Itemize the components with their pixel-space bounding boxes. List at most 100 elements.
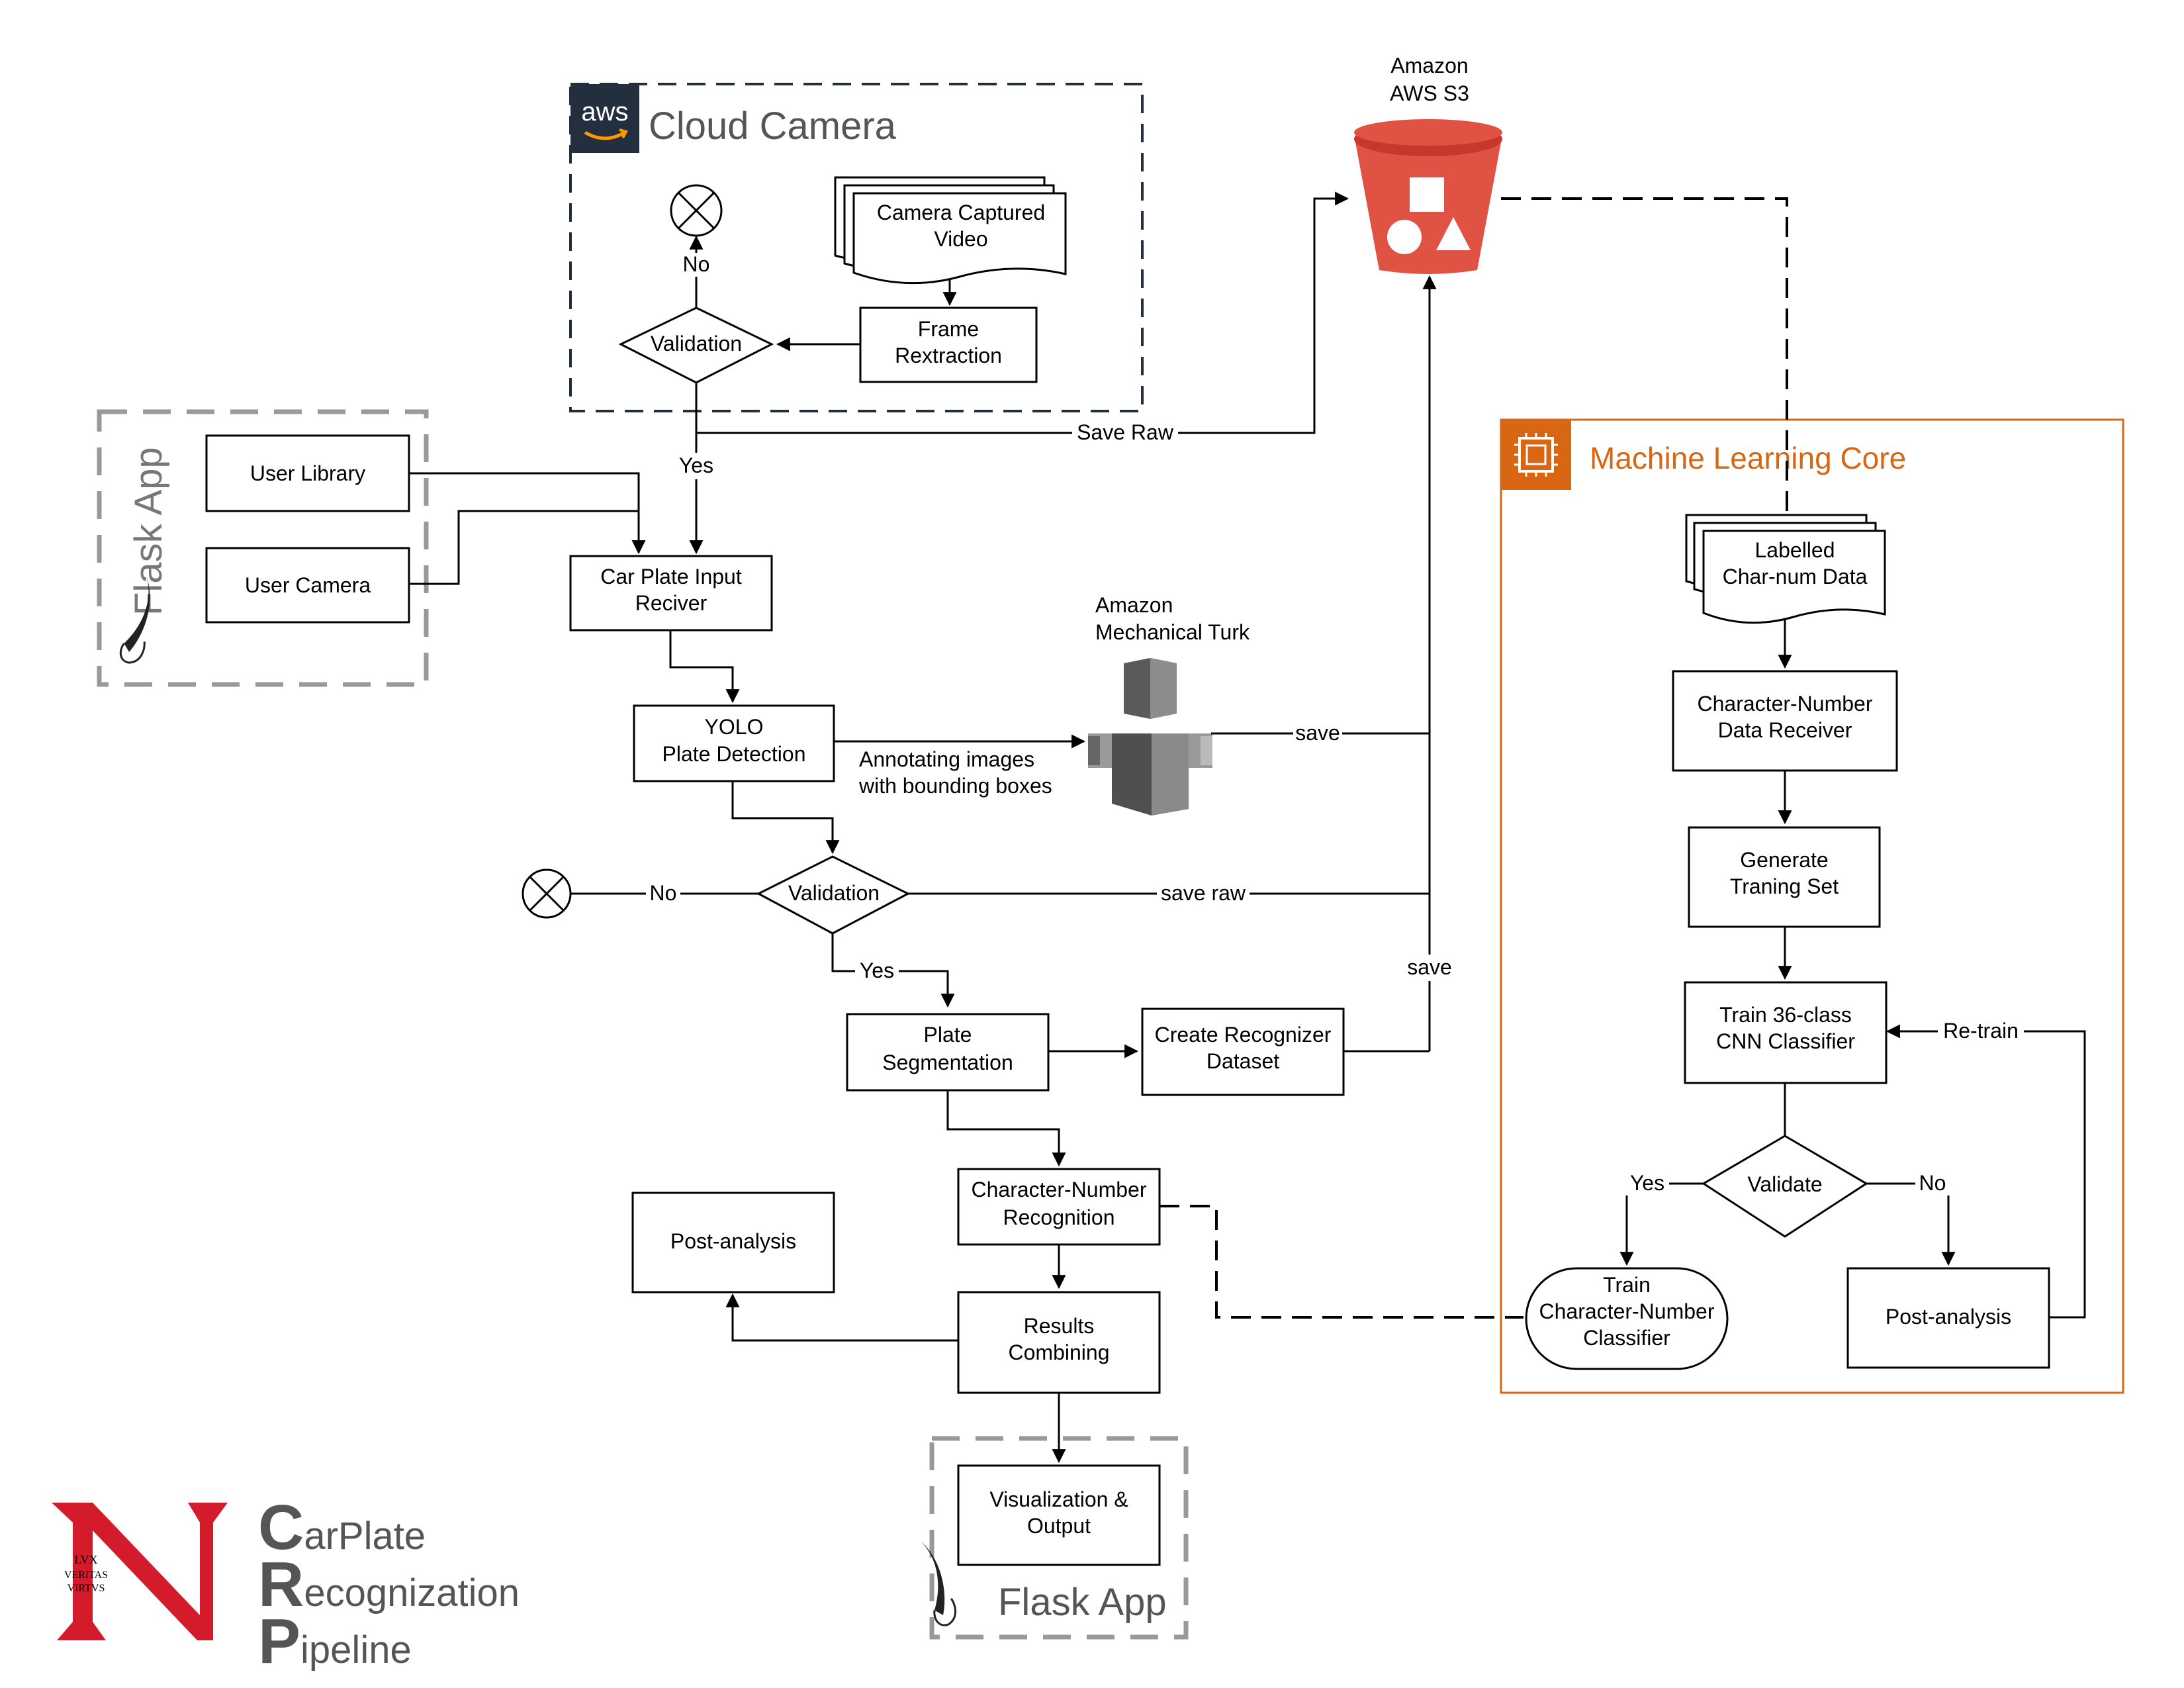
camera-captured-video-node: Camera Captured Video	[834, 176, 1067, 285]
svg-text:CNN Classifier: CNN Classifier	[1716, 1029, 1855, 1053]
svg-text:Amazon: Amazon	[1095, 593, 1173, 617]
edge-label-save-dataset: save	[1402, 955, 1457, 981]
edge-label-yes-mid: Yes	[855, 959, 899, 983]
svg-text:No: No	[650, 881, 677, 905]
svg-text:Post-analysis: Post-analysis	[1886, 1305, 2011, 1329]
svg-text:Yes: Yes	[1630, 1171, 1664, 1195]
svg-text:Validation: Validation	[651, 332, 742, 355]
plate-segmentation-node: Plate Segmentation	[846, 1013, 1050, 1092]
svg-text:Recognization: Recognization	[258, 1549, 520, 1620]
visualization-output-node: Visualization & Output	[957, 1464, 1161, 1566]
svg-text:Create Recognizer: Create Recognizer	[1155, 1023, 1332, 1047]
ml-core-group: Machine Learning Core	[1500, 418, 2124, 1394]
svg-text:Visualization &: Visualization &	[989, 1487, 1128, 1511]
svg-text:Train 36-class: Train 36-class	[1719, 1003, 1852, 1027]
svg-text:Frame: Frame	[918, 317, 979, 341]
svg-text:Character-Number: Character-Number	[1698, 692, 1873, 716]
aws-logo-icon: aws	[570, 84, 639, 153]
char-recognition-node: Character-Number Recognition	[957, 1168, 1161, 1246]
car-plate-input-node: Car Plate Input Reciver	[569, 555, 773, 632]
edge-label-retrain: Re-train	[1938, 1019, 2024, 1043]
flask-icon	[119, 577, 150, 664]
svg-text:Camera Captured: Camera Captured	[877, 201, 1045, 224]
svg-text:Character-Number: Character-Number	[972, 1178, 1147, 1201]
flask-app-left-group: Flask App	[97, 409, 429, 687]
svg-text:YOLO: YOLO	[705, 715, 764, 739]
ml-core-title: Machine Learning Core	[1590, 441, 1906, 475]
svg-text:Recognition: Recognition	[1003, 1205, 1115, 1229]
flask-app-bottom-title: Flask App	[998, 1581, 1167, 1624]
terminator-x-icon	[670, 184, 723, 237]
svg-text:Plate Detection: Plate Detection	[662, 742, 805, 766]
svg-text:AWS S3: AWS S3	[1390, 81, 1469, 105]
crp-title: CarPlate Recognization Pipeline	[258, 1492, 520, 1677]
mechanical-turk-group: Amazon Mechanical Turk	[1088, 593, 1250, 816]
svg-text:Char-num Data: Char-num Data	[1723, 565, 1868, 588]
edge-label-no-top: No	[678, 252, 715, 277]
frame-extraction-node: Frame Rextraction	[859, 306, 1038, 383]
svg-text:Combining: Combining	[1009, 1340, 1110, 1364]
edge-label-annotating: Annotating images with bounding boxes	[858, 747, 1052, 798]
svg-text:VERITAS: VERITAS	[64, 1570, 108, 1581]
yolo-node: YOLO Plate Detection	[633, 704, 835, 782]
svg-text:with bounding boxes: with bounding boxes	[858, 774, 1052, 798]
svg-text:No: No	[683, 252, 710, 276]
svg-text:Video: Video	[934, 227, 987, 251]
svg-text:save raw: save raw	[1161, 881, 1246, 905]
svg-text:Segmentation: Segmentation	[882, 1051, 1013, 1074]
svg-text:Pipeline: Pipeline	[258, 1606, 412, 1677]
user-camera-node: User Camera	[205, 547, 410, 624]
char-receiver-node: Character-Number Data Receiver	[1672, 670, 1898, 772]
user-library-node: User Library	[205, 434, 410, 512]
svg-text:Validate: Validate	[1747, 1172, 1822, 1196]
edge-label-yes-top: Yes	[672, 453, 720, 479]
edge-label-no-ml: No	[1915, 1171, 1950, 1196]
edge-label-save-raw-mid: save raw	[1157, 881, 1250, 906]
generate-set-node: Generate Traning Set	[1688, 826, 1881, 928]
s3-bucket-icon: Amazon AWS S3	[1354, 54, 1502, 274]
results-combining-node: Results Combining	[957, 1291, 1161, 1394]
svg-text:Character-Number: Character-Number	[1539, 1299, 1715, 1323]
create-dataset-node: Create Recognizer Dataset	[1141, 1008, 1345, 1096]
cloud-camera-title: Cloud Camera	[649, 105, 897, 148]
svg-text:No: No	[1919, 1171, 1946, 1195]
svg-text:Output: Output	[1027, 1514, 1091, 1538]
svg-text:Save Raw: Save Raw	[1077, 420, 1174, 444]
svg-text:Dataset: Dataset	[1206, 1049, 1279, 1073]
validation-mid-node: Validation	[756, 855, 911, 935]
svg-text:Mechanical Turk: Mechanical Turk	[1095, 620, 1250, 644]
svg-text:Rextraction: Rextraction	[895, 344, 1002, 367]
svg-text:Yes: Yes	[679, 453, 713, 477]
svg-text:LVX: LVX	[74, 1553, 97, 1566]
edge-label-yes-ml: Yes	[1625, 1171, 1669, 1196]
svg-text:Re-train: Re-train	[1943, 1019, 2019, 1043]
mechanical-turk-icon	[1088, 658, 1212, 816]
svg-text:Classifier: Classifier	[1583, 1326, 1670, 1350]
post-analysis-right-node: Post-analysis	[1846, 1267, 2050, 1369]
svg-text:Results: Results	[1024, 1314, 1095, 1338]
svg-text:save: save	[1295, 721, 1340, 745]
labelled-data-node: Labelled Char-num Data	[1685, 514, 1886, 624]
svg-text:save: save	[1407, 955, 1452, 979]
edge-label-save-mturk: save	[1293, 721, 1342, 745]
svg-text:Reciver: Reciver	[635, 591, 707, 615]
svg-text:aws: aws	[581, 97, 628, 126]
svg-text:Generate: Generate	[1740, 848, 1828, 872]
svg-text:Car Plate Input: Car Plate Input	[600, 565, 742, 588]
svg-text:Annotating images: Annotating images	[859, 747, 1034, 771]
svg-text:User Library: User Library	[250, 461, 365, 485]
chip-icon	[1501, 420, 1571, 490]
svg-text:Traning Set: Traning Set	[1730, 874, 1839, 898]
svg-text:Train: Train	[1603, 1273, 1651, 1297]
cloud-camera-group: aws Cloud Camera	[569, 83, 1144, 412]
svg-text:Post-analysis: Post-analysis	[670, 1229, 796, 1253]
svg-text:Labelled: Labelled	[1755, 538, 1835, 562]
svg-text:Amazon: Amazon	[1390, 54, 1468, 77]
flask-app-bottom-group: Flask App	[921, 1436, 1189, 1640]
edge-label-no-mid: No	[646, 881, 680, 906]
post-analysis-left-node: Post-analysis	[631, 1192, 835, 1293]
northeastern-logo: LVX VERITAS VIRTVS	[52, 1503, 228, 1640]
svg-text:CarPlate: CarPlate	[258, 1492, 426, 1563]
svg-text:Plate: Plate	[924, 1023, 972, 1047]
